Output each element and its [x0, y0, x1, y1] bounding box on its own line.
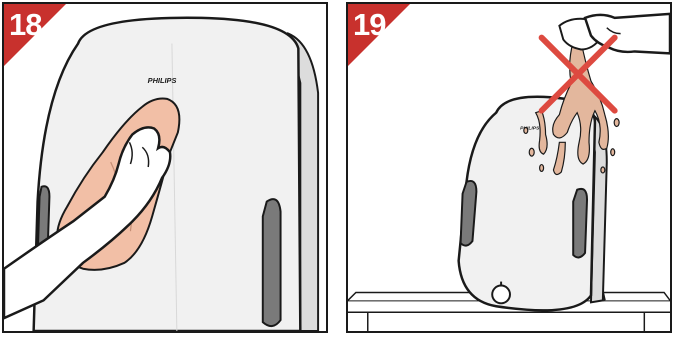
device-body [34, 18, 301, 331]
pouring-hand [585, 14, 670, 54]
step-number: 18 [9, 9, 41, 40]
step-18-panel: PHILIPS 18 [2, 2, 328, 333]
right-side-light [573, 189, 587, 258]
step-18-badge: 18 [4, 4, 66, 66]
right-side-light [263, 199, 281, 326]
step-19-badge: 19 [348, 4, 410, 66]
control-dial [492, 286, 510, 304]
brand-logo: PHILIPS [520, 125, 540, 131]
step-19-panel: PHILIPS 19 [346, 2, 672, 333]
step-number: 19 [353, 9, 385, 40]
brand-logo: PHILIPS [148, 76, 177, 85]
